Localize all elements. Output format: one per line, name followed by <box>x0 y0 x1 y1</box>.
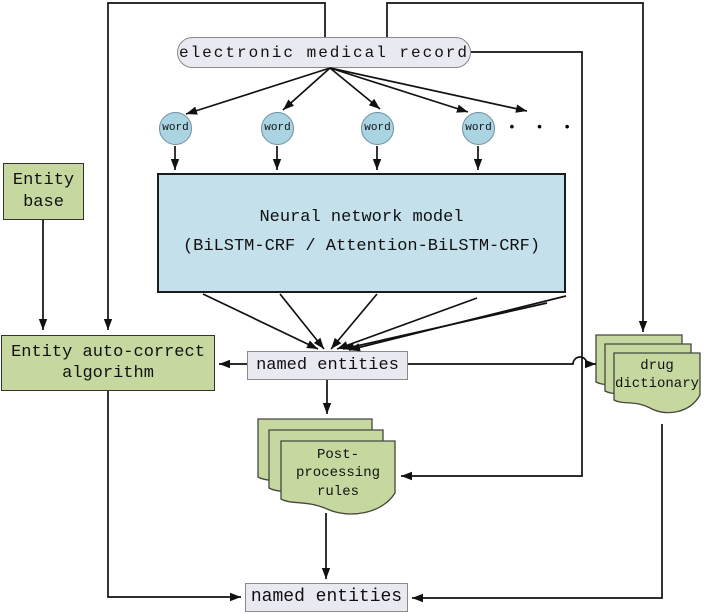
arrowhead-nn <box>372 159 382 170</box>
edge-nn-to-named-entities-mid <box>202 293 319 350</box>
entity-auto-correct-label-line2: algorithm <box>62 364 154 383</box>
arrowhead-word-3 <box>368 98 380 109</box>
arrowhead-drug-dictionary <box>585 359 596 369</box>
word-node-2: word <box>261 112 294 145</box>
neural-network-model-subtitle: (BiLSTM-CRF / Attention-BiLSTM-CRF) <box>182 237 541 256</box>
arrowhead-named-entities-mid <box>343 342 355 351</box>
arrowhead-named-entities-bottom <box>412 593 423 603</box>
arrowhead-named-entities-mid <box>337 341 349 350</box>
arrowhead-word-1 <box>186 106 198 115</box>
edge-emr-to-word-ellipsis <box>329 67 528 112</box>
edge-emr-to-word-3 <box>329 67 381 110</box>
named-entities-bottom-label: named entities <box>250 587 403 608</box>
arrowhead-nn <box>272 159 282 170</box>
arrowhead-nn <box>170 159 180 170</box>
arrowhead-nn <box>473 159 483 170</box>
edge-nn-to-named-entities-mid <box>348 295 567 351</box>
post-processing-label-line3: rules <box>316 483 359 500</box>
post-processing-rules-node: Post- processing rules <box>281 446 395 501</box>
arrowhead-named-entities-mid <box>331 337 342 349</box>
edge-nn-to-named-entities-mid <box>330 293 378 350</box>
entity-base-label-line2: base <box>23 192 64 212</box>
word-label: word <box>162 121 189 134</box>
arrowhead-named-entities-mid <box>306 340 318 349</box>
drug-dictionary-label-line1: drug <box>640 358 674 374</box>
more-words-ellipsis: • • • <box>508 120 578 135</box>
edge-emr-to-word-2 <box>282 67 331 111</box>
arrowhead-named-entities-mid <box>313 337 324 349</box>
word-node-4: word <box>462 112 495 145</box>
named-entities-bottom-node: named entities <box>245 583 408 612</box>
drug-dictionary-label-line2: dictionary <box>614 376 699 393</box>
edge-nn-to-named-entities-mid <box>342 302 548 350</box>
entity-auto-correct-node: Entity auto-correct algorithm <box>1 335 215 391</box>
word-node-3: word <box>361 112 394 145</box>
edge-nn-to-named-entities-mid <box>279 293 325 350</box>
arrowhead-word-2 <box>283 99 295 110</box>
word-label: word <box>264 121 291 134</box>
edge-auto-correct-to-named-entities-bottom <box>107 391 241 598</box>
entity-auto-correct-label-line1: Entity auto-correct <box>11 342 205 362</box>
post-processing-label-line1: Post- <box>316 447 359 463</box>
arrowhead-post-processing-rules <box>322 403 332 414</box>
arrowhead-auto-correct <box>219 359 230 369</box>
edge-named-entities-mid-to-drug-dictionary <box>408 356 596 365</box>
named-entities-mid-node: named entities <box>247 351 408 380</box>
edge-emr-to-word-1 <box>185 67 331 115</box>
arrowhead-auto-correct <box>38 319 48 330</box>
word-label: word <box>364 121 391 134</box>
neural-network-model-title: Neural network model <box>259 208 464 228</box>
edge-drug-dictionary-to-named-entities-bottom <box>412 424 663 599</box>
edge-emr-to-word-4 <box>329 67 469 113</box>
arrowhead-named-entities-bottom <box>321 568 331 579</box>
arrowhead-word-4 <box>456 104 468 113</box>
word-node-1: word <box>159 112 192 145</box>
entity-base-node: Entity base <box>3 163 84 220</box>
edge-nn-to-named-entities-mid <box>336 297 478 350</box>
electronic-medical-record-label: electronic medical record <box>178 43 470 62</box>
arrowhead-auto-correct <box>103 319 113 330</box>
post-processing-label-line2: processing <box>295 465 380 482</box>
arrowhead-drug-dictionary <box>638 321 648 332</box>
drug-dictionary-node: drug dictionary <box>613 357 701 394</box>
entity-base-label-line1: Entity <box>12 171 75 191</box>
arrowhead-word-ellipsis <box>515 104 527 113</box>
word-label: word <box>465 121 492 134</box>
named-entities-mid-label: named entities <box>256 355 399 375</box>
arrowhead-named-entities-bottom <box>230 592 241 602</box>
electronic-medical-record-node: electronic medical record <box>177 37 471 68</box>
neural-network-model-node: Neural network model (BiLSTM-CRF / Atten… <box>157 173 566 293</box>
arrowhead-post-processing-rules <box>401 471 412 481</box>
